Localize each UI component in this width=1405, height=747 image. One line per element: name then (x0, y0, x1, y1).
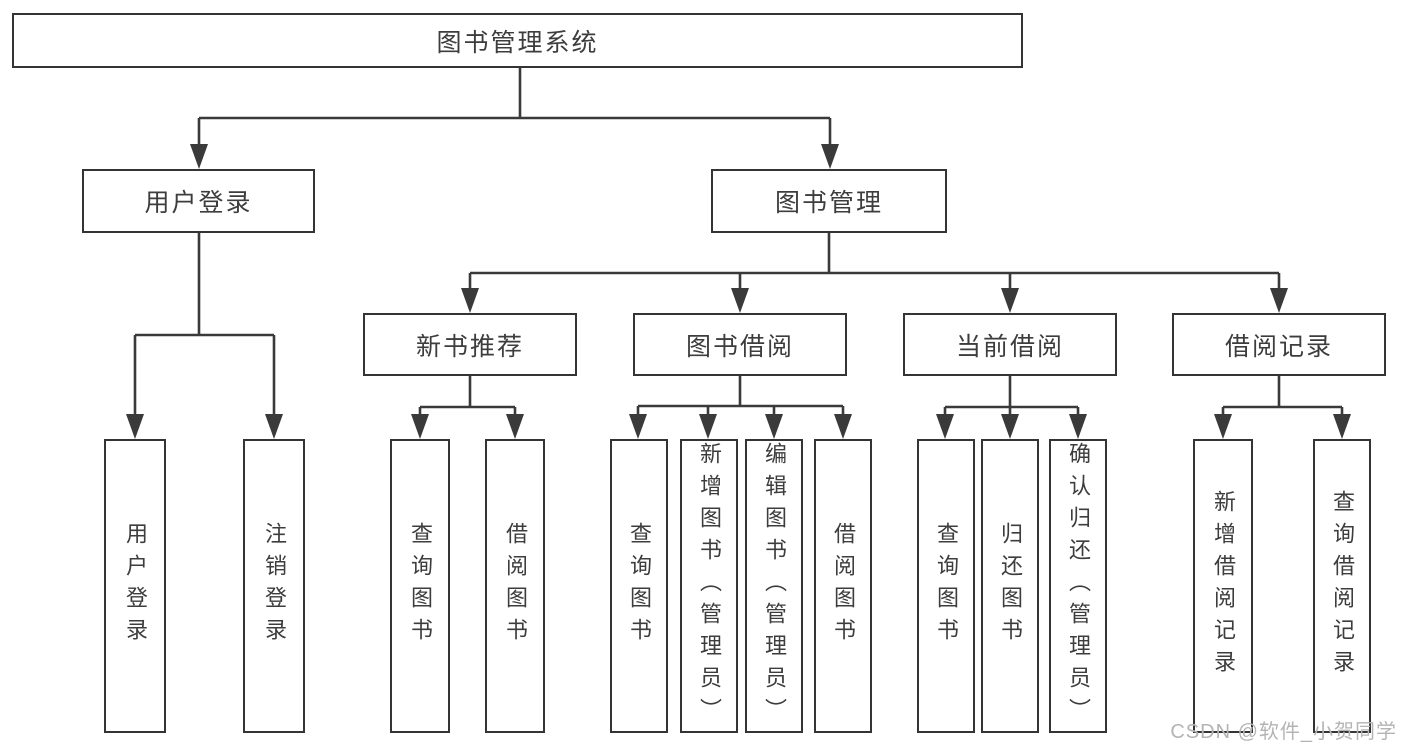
node-root-library-management-system: 图书管理系统 (12, 13, 1023, 68)
connector-root-to-level1 (190, 66, 839, 169)
leaf-borrowing-borrow-books: 借阅图书 (814, 439, 872, 733)
connector-user-login-to-children (126, 233, 283, 439)
node-new-book-recommend: 新书推荐 (363, 313, 577, 376)
leaf-user-login: 用户登录 (104, 439, 166, 733)
csdn-watermark: CSDN @软件_小贺同学 (1170, 721, 1397, 743)
connector-current-borrowing-to-children (936, 376, 1087, 439)
node-book-management: 图书管理 (711, 169, 947, 233)
leaf-records-add-borrow-record: 新增借阅记录 (1193, 439, 1253, 733)
node-user-login: 用户登录 (82, 169, 315, 233)
leaf-borrowing-query-books: 查询图书 (610, 439, 668, 733)
leaf-records-query-borrow-record: 查询借阅记录 (1313, 439, 1371, 733)
leaf-current-confirm-return-admin: 确认归还（管理员） (1049, 439, 1107, 733)
leaf-newrec-query-books: 查询图书 (390, 439, 450, 733)
leaf-current-query-books: 查询图书 (917, 439, 975, 733)
connector-new-book-recommend-to-children (411, 376, 524, 439)
leaf-current-return-books: 归还图书 (981, 439, 1039, 733)
connector-borrowing-records-to-children (1214, 376, 1351, 439)
leaf-logout: 注销登录 (243, 439, 305, 733)
leaf-borrowing-edit-books-admin: 编辑图书（管理员） (745, 439, 803, 733)
leaf-newrec-borrow-books: 借阅图书 (485, 439, 545, 733)
leaf-borrowing-add-books-admin: 新增图书（管理员） (680, 439, 738, 733)
connector-book-management-to-children (461, 233, 1288, 313)
node-borrowing-records: 借阅记录 (1172, 313, 1386, 376)
node-current-borrowing: 当前借阅 (903, 313, 1117, 376)
connector-book-borrowing-to-children (629, 376, 852, 439)
node-book-borrowing: 图书借阅 (633, 313, 847, 376)
